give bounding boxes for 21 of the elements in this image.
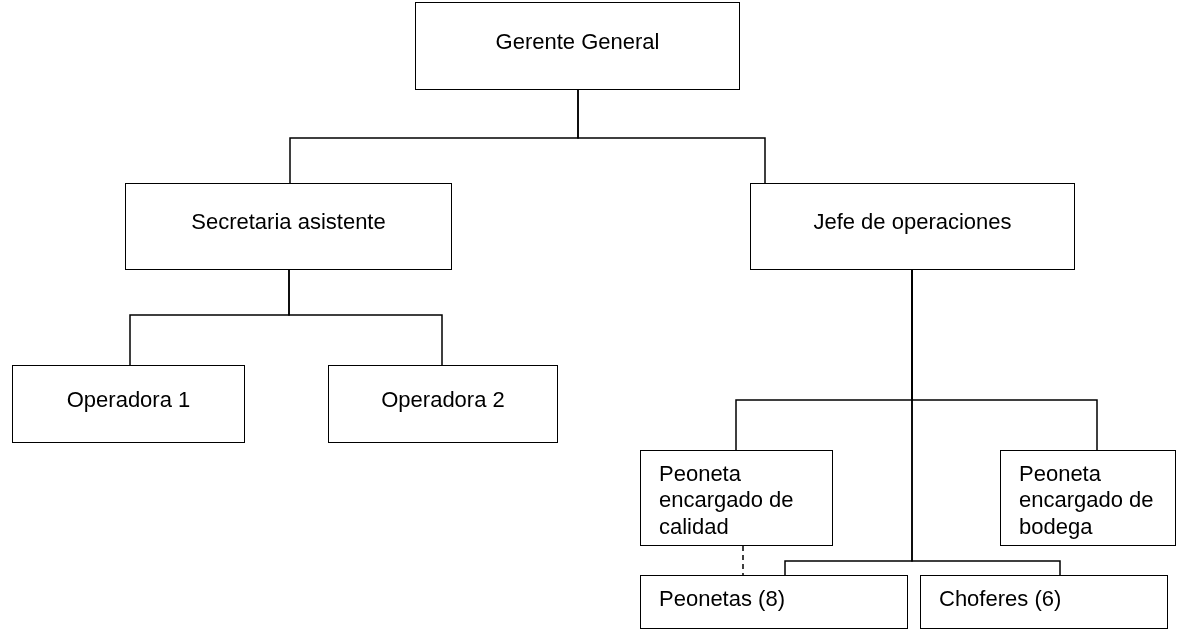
position-title: Peonetas (8) bbox=[659, 586, 785, 613]
position-title: Peoneta encargado de calidad bbox=[659, 461, 795, 541]
position-box bbox=[920, 575, 1168, 629]
position-title: Operadora 2 bbox=[381, 386, 505, 414]
connector-line bbox=[288, 269, 443, 366]
position-box bbox=[750, 183, 1075, 270]
position-title: Operadora 1 bbox=[66, 386, 191, 414]
connector-line bbox=[742, 545, 744, 576]
position-title: Peoneta encargado de bodega bbox=[1019, 461, 1155, 541]
position-title: Jefe de operaciones bbox=[813, 209, 1012, 236]
position-box bbox=[125, 183, 452, 270]
position-box bbox=[1000, 450, 1176, 546]
position-title: Gerente General bbox=[495, 28, 660, 56]
position-box bbox=[328, 365, 558, 443]
position-title: Choferes (6) bbox=[939, 586, 1062, 613]
position-box bbox=[640, 575, 908, 629]
position-box bbox=[12, 365, 245, 443]
connector-line bbox=[577, 89, 766, 184]
position-title: Secretaria asistente bbox=[191, 209, 386, 236]
position-box bbox=[640, 450, 833, 546]
position-box bbox=[415, 2, 740, 90]
